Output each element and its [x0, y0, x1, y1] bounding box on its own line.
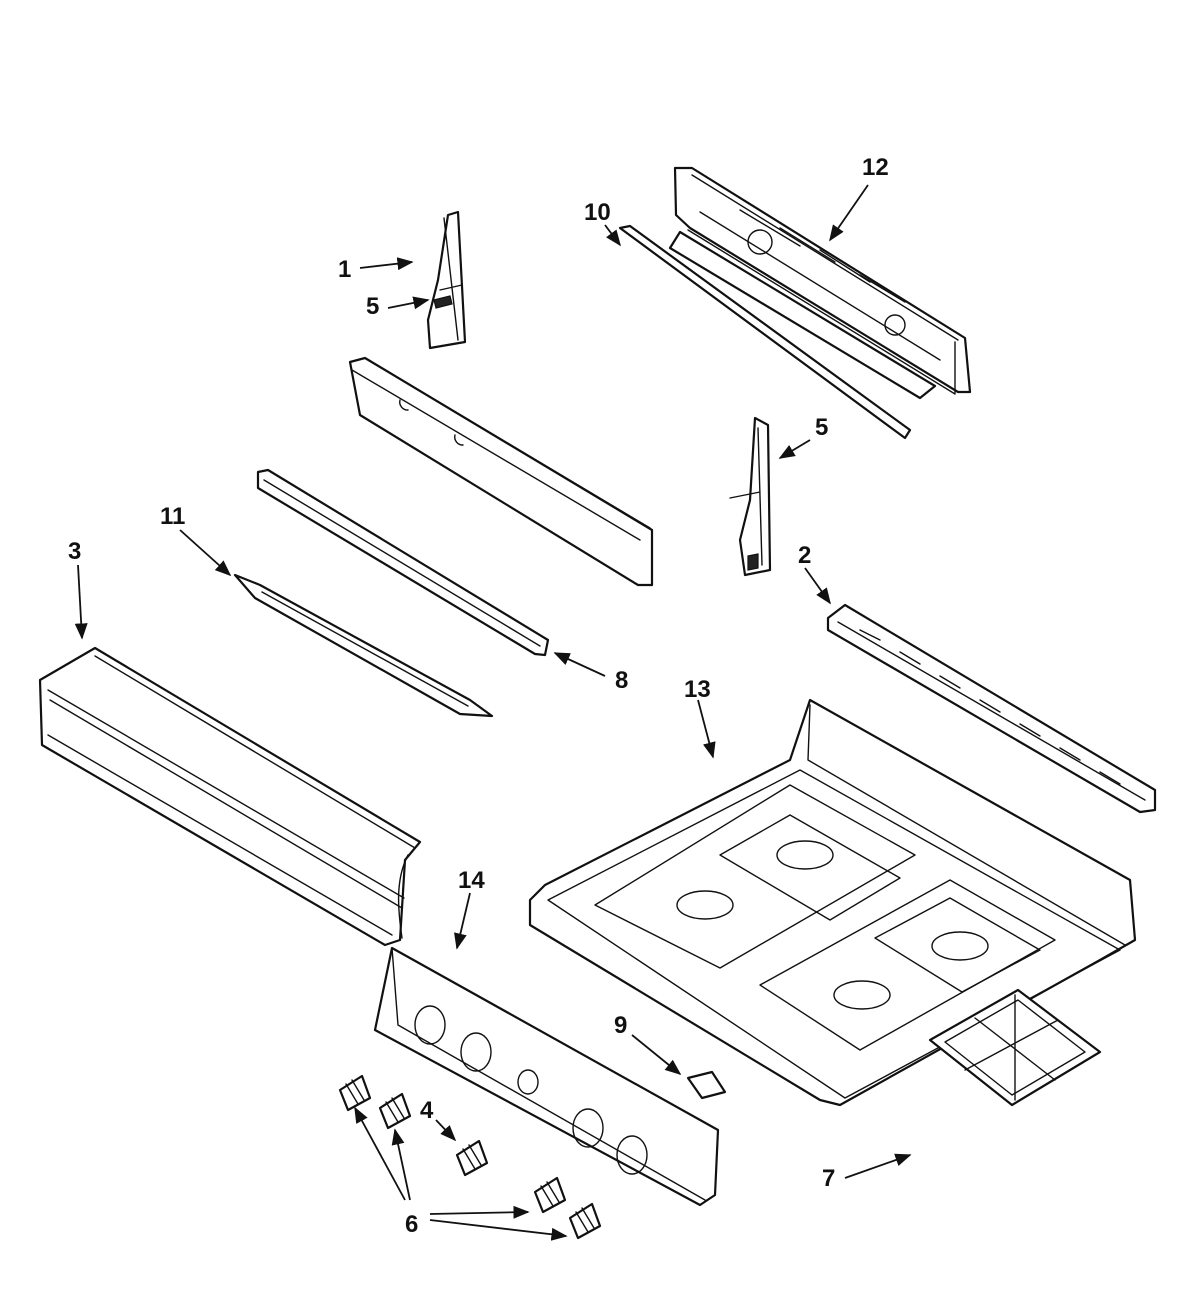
callout-4: 4	[420, 1097, 434, 1124]
callout-14: 14	[458, 867, 485, 894]
callout-12: 12	[862, 154, 889, 181]
callout-5a: 5	[366, 293, 379, 320]
callout-labels: 1 2 3 4 5 5 6 7 8 9 10 11 12 13 14	[68, 154, 889, 1238]
clip-part	[686, 1070, 727, 1100]
main-cooktop	[528, 698, 1137, 1107]
callout-7: 7	[822, 1165, 835, 1192]
callout-8: 8	[615, 667, 628, 694]
rear-grille-strip	[826, 603, 1157, 814]
control-panel	[373, 946, 720, 1207]
callout-5b: 5	[815, 414, 828, 441]
top-trim-rail	[348, 356, 654, 587]
lower-trim	[233, 573, 494, 718]
side-trim-left	[426, 210, 467, 350]
callout-6: 6	[405, 1211, 418, 1238]
callout-3: 3	[68, 538, 81, 565]
callout-11: 11	[160, 503, 185, 530]
burner-grate	[928, 988, 1102, 1107]
knob	[338, 1074, 372, 1112]
backguard-panel	[38, 646, 422, 947]
callout-1: 1	[338, 256, 351, 283]
callout-2: 2	[798, 542, 811, 569]
knob	[568, 1202, 602, 1240]
side-trim-right	[729, 416, 772, 577]
trim-strip	[256, 468, 550, 657]
rear-trim-strip	[618, 224, 912, 440]
callout-13: 13	[684, 676, 711, 703]
callout-10: 10	[584, 199, 611, 226]
rear-panel-bracket	[668, 166, 972, 400]
knob	[378, 1092, 412, 1130]
knob	[533, 1176, 567, 1214]
callout-9: 9	[614, 1012, 627, 1039]
knob	[455, 1139, 489, 1177]
knob-set	[338, 1074, 602, 1240]
leader-lines	[74, 184, 912, 1241]
